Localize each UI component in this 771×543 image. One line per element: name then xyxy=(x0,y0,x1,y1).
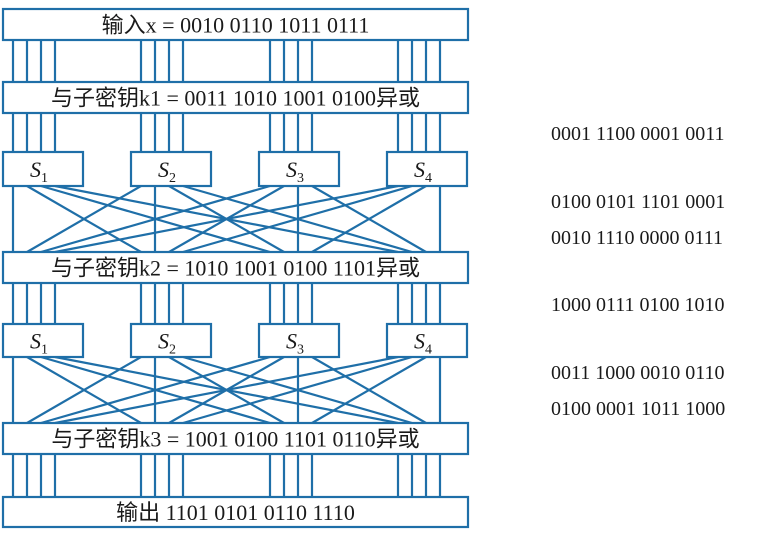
side-value-2: 0100 0101 1101 0001 xyxy=(551,191,726,213)
side-value-4: 1000 0111 0100 1010 xyxy=(551,294,725,316)
output-row-label: 输出 1101 0101 0110 1110 xyxy=(116,500,355,525)
sbox-label-r1-4: S4 xyxy=(414,157,432,186)
output-row-box xyxy=(1,495,470,529)
perm-wire-r2-4 xyxy=(26,356,142,424)
sbox-r1-1 xyxy=(1,150,85,188)
sbox-label-r1-3: S3 xyxy=(286,157,304,186)
perm-wire-r1-14 xyxy=(311,185,427,253)
side-value-6: 0100 0001 1011 1000 xyxy=(551,398,726,420)
perm-wire-r1-12 xyxy=(54,184,399,254)
wire-layer xyxy=(11,40,442,497)
sbox-r1-3 xyxy=(257,150,341,188)
perm-wire-r1-8 xyxy=(40,184,271,254)
side-value-1: 0001 1100 0001 0011 xyxy=(551,123,725,145)
xor-k3-row-box xyxy=(1,421,470,456)
sbox-label-r1-1: S1 xyxy=(30,157,48,186)
sbox-r2-4 xyxy=(385,322,469,359)
xor-k3-row-label: 与子密钥k3 = 1001 0100 1101 0110异或 xyxy=(51,427,419,452)
xor-k2-row-label: 与子密钥k2 = 1010 1001 0100 1101异或 xyxy=(51,256,420,281)
perm-wire-r2-8 xyxy=(40,355,271,425)
sbox-r1-2 xyxy=(129,150,213,188)
perm-wire-r1-4 xyxy=(26,185,142,253)
sbox-r1-4 xyxy=(385,150,469,188)
sbox-label-r2-3: S3 xyxy=(286,329,304,358)
perm-wire-r2-13 xyxy=(182,355,413,425)
sbox-label-r2-1: S1 xyxy=(30,329,48,358)
xor-k1-row-box xyxy=(1,80,470,115)
box-layer: 输入x = 0010 0110 1011 0111 与子密钥k1 = 0011 1… xyxy=(1,7,470,529)
input-row-label: 输入x = 0010 0110 1011 0111 xyxy=(102,13,370,38)
sbox-label-r2-4: S4 xyxy=(414,329,432,358)
perm-wire-r2-12 xyxy=(54,355,399,425)
perm-wire-r2-14 xyxy=(311,356,427,424)
sbox-r2-2 xyxy=(129,322,213,359)
perm-wire-r1-13 xyxy=(182,184,413,254)
sbox-r2-3 xyxy=(257,322,341,359)
sbox-label-r1-2: S2 xyxy=(158,157,176,186)
xor-k1-row-label: 与子密钥k1 = 0011 1010 1001 0100异或 xyxy=(51,86,420,111)
sbox-label-r2-2: S2 xyxy=(158,329,176,358)
xor-k2-row-box xyxy=(1,250,470,285)
sbox-r2-1 xyxy=(1,322,85,359)
input-row-box xyxy=(1,7,470,42)
side-value-3: 0010 1110 0000 0111 xyxy=(551,227,724,249)
side-value-5: 0011 1000 0010 0110 xyxy=(551,362,725,384)
